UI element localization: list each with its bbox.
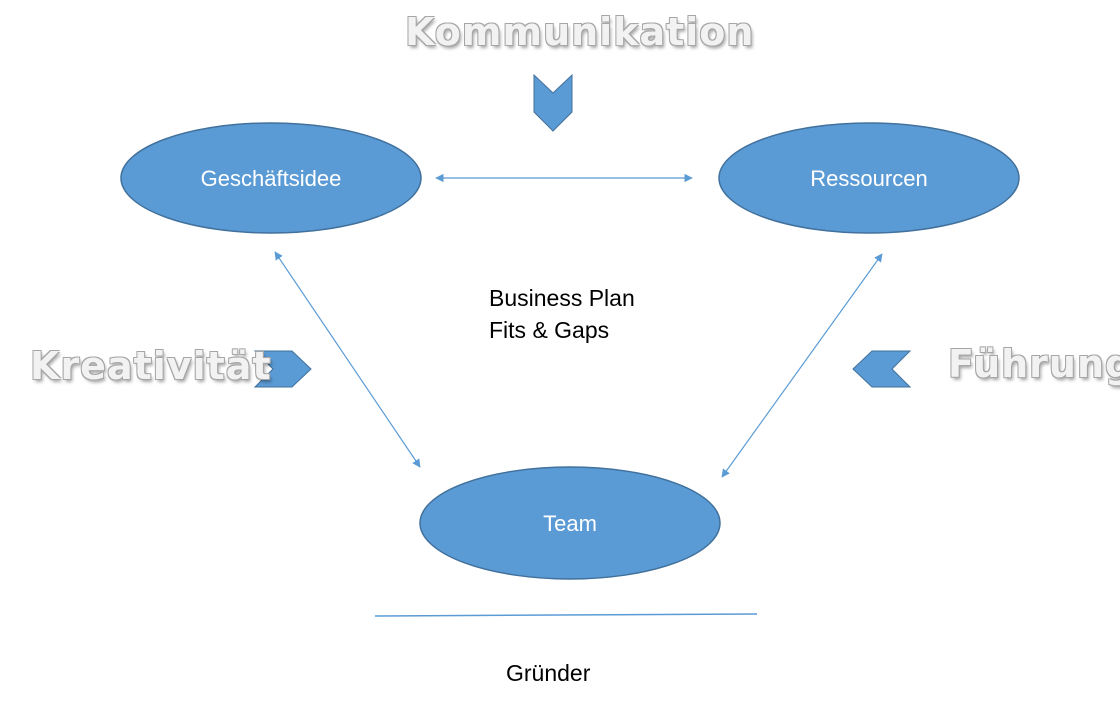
node-geschaeftsidee-label: Geschäftsidee — [201, 166, 342, 191]
center-text-line1: Business Plan — [489, 285, 635, 311]
force-label-left: Kreativität — [30, 344, 272, 388]
chevron-right-icon — [253, 350, 312, 388]
force-label-right: Führung — [948, 342, 1120, 386]
chevron-down-icon — [533, 73, 573, 132]
force-label-top: Kommunikation — [405, 10, 755, 54]
node-geschaeftsidee: Geschäftsidee — [120, 122, 422, 234]
node-ressourcen: Ressourcen — [718, 122, 1020, 234]
node-ressourcen-label: Ressourcen — [810, 166, 927, 191]
center-text-line2: Fits & Gaps — [489, 317, 610, 343]
base-line — [374, 613, 758, 617]
connector-ressourcen-team — [721, 253, 883, 478]
base-label: Gründer — [506, 660, 591, 686]
connector-idee-team — [274, 251, 421, 468]
chevron-left-icon — [852, 350, 912, 388]
node-team-label: Team — [543, 511, 597, 536]
node-team: Team — [419, 466, 721, 580]
center-text: Business Plan Fits & Gaps — [489, 282, 635, 346]
